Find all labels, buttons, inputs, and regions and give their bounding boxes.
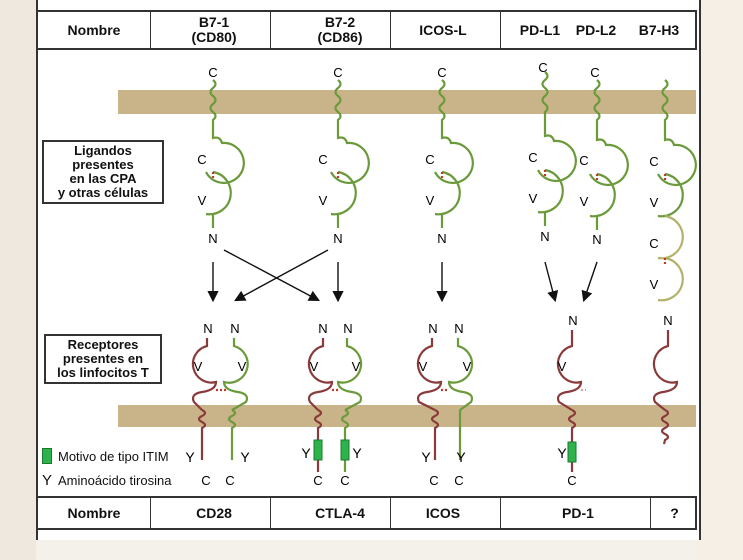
receptor-cd28-v-right: V	[238, 359, 247, 374]
footer-title: Nombre	[67, 504, 121, 521]
ligand-b7-2-c-domain: C	[318, 152, 327, 167]
ligand-b7-h3-c-domain-2: C	[649, 236, 658, 251]
receptor-cd28-v-left: V	[194, 359, 203, 374]
header-ligand-icos-l: ICOS-L	[419, 21, 467, 38]
receptor-pd1-n: N	[568, 313, 577, 328]
ligand-b7-h3-v-domain-1: V	[650, 195, 659, 210]
binding-arrows	[207, 249, 598, 303]
arrow-pdl1-pd1	[544, 261, 559, 303]
ligand-b7-h3-v-domain-2: V	[650, 277, 659, 292]
receptor-pd1-y: Y	[557, 445, 567, 461]
pd1-itim	[567, 441, 577, 463]
receptor-icos-v-right: V	[463, 359, 472, 374]
ligand-icos-l-v-domain: V	[426, 193, 435, 208]
ligand-pd-l1-c-term: C	[538, 60, 547, 75]
ligand-b7-1	[205, 79, 245, 228]
tcell-membrane	[118, 405, 696, 427]
arrow-b7-1-ctla4	[223, 249, 320, 302]
ligand-pd-l1-c-domain: C	[528, 150, 537, 165]
header-title: Nombre	[67, 21, 121, 38]
tyrosine-symbol-icon: Y	[42, 472, 53, 489]
receptor-cd28-n-left: N	[203, 321, 212, 336]
receptor-ctla4-n-right: N	[343, 321, 352, 336]
footer-receptor-unknown: ?	[670, 504, 679, 521]
legend-tyrosine: Y Aminoácido tirosina	[42, 472, 172, 489]
ligand-icos-l-n-term: N	[437, 231, 446, 246]
ligand-b7-1-v-domain: V	[198, 193, 207, 208]
receptor-ctla4-c-right: C	[340, 473, 349, 488]
receptor-footer-row: Nombre CD28 CTLA-4 ICOS PD-1 ?	[36, 496, 697, 530]
ligand-label-box: Ligandos presentes en las CPA y otras cé…	[42, 140, 164, 204]
ligand-b7-1-c-domain: C	[197, 152, 206, 167]
ligand-pd-l1	[537, 71, 577, 226]
receptor-icos-y-left: Y	[421, 449, 431, 465]
header-ligand-pd-l1: PD-L1	[519, 21, 561, 38]
ligand-icos-l-c-domain: C	[425, 152, 434, 167]
ligand-b7-2-c-term: C	[333, 65, 342, 80]
receptor-cd28	[191, 338, 249, 460]
itim-swatch-icon	[42, 448, 52, 464]
receptor-icos-c-left: C	[429, 473, 438, 488]
apc-membrane	[118, 90, 696, 114]
ligand-b7-h3	[657, 79, 697, 302]
ligand-pd-l2-v-domain: V	[580, 194, 589, 209]
ligand-pd-l1-n-term: N	[540, 229, 549, 244]
ctla4-itim-right	[340, 439, 350, 461]
receptor-cd28-c-right: C	[225, 473, 234, 488]
receptor-pd1	[556, 330, 583, 472]
ligand-pd-l1-v-domain: V	[529, 191, 538, 206]
scan-edge-left	[0, 0, 36, 560]
receptor-pd1-v: V	[558, 359, 567, 374]
receptor-cd28-y-left: Y	[185, 449, 195, 465]
footer-receptor-pd1: PD-1	[562, 504, 594, 521]
receptor-icos-n-left: N	[428, 321, 437, 336]
ligand-b7-1-c-term: C	[208, 65, 217, 80]
ligand-pd-l2-c-domain: C	[579, 153, 588, 168]
receptor-icos-c-right: C	[454, 473, 463, 488]
receptor-cd28-c-left: C	[201, 473, 210, 488]
footer-receptor-ctla4: CTLA-4	[315, 504, 365, 521]
ligand-b7-2-n-term: N	[333, 231, 342, 246]
receptor-ctla4-n-left: N	[318, 321, 327, 336]
receptor-unknown-n: N	[663, 313, 672, 328]
receptor-icos-v-left: V	[419, 359, 428, 374]
receptor-icos-n-right: N	[454, 321, 463, 336]
receptor-unknown	[652, 330, 679, 445]
arrow-b7-2-cd28	[234, 249, 329, 302]
ctla4-itim-left	[313, 439, 323, 461]
ligand-icos-l-c-term: C	[437, 65, 446, 80]
legend-itim: Motivo de tipo ITIM	[42, 448, 169, 464]
header-ligand-b7-h3: B7-H3	[638, 21, 680, 38]
ligand-pd-l2-n-term: N	[592, 232, 601, 247]
arrow-pdl2-pd1	[581, 261, 598, 303]
ligand-b7-h3-c-domain-1: C	[649, 154, 658, 169]
receptor-ctla4-v-left: V	[310, 359, 319, 374]
ligand-b7-1-n-term: N	[208, 231, 217, 246]
ligand-icos-l	[434, 79, 474, 228]
receptor-pd1-c: C	[567, 473, 576, 488]
receptor-cd28-n-right: N	[230, 321, 239, 336]
ligand-b7-2-v-domain: V	[319, 193, 328, 208]
header-ligand-b7-2: B7-2 (CD86)	[317, 14, 363, 45]
receptor-icos-y-right: Y	[456, 449, 466, 465]
receptor-ctla4-c-left: C	[313, 473, 322, 488]
footer-receptor-icos: ICOS	[425, 504, 461, 521]
header-ligand-pd-l2: PD-L2	[575, 21, 617, 38]
receptor-cd28-y-right: Y	[240, 449, 250, 465]
receptor-label-box: Receptores presentes en los linfocitos T	[44, 334, 162, 384]
scan-edge-right	[695, 0, 743, 560]
receptor-ctla4-y-right: Y	[352, 445, 362, 461]
header-ligand-b7-1: B7-1 (CD80)	[191, 14, 237, 45]
receptor-icos	[416, 338, 474, 460]
footer-receptor-cd28: CD28	[196, 504, 232, 521]
receptor-ctla4-y-left: Y	[301, 445, 311, 461]
ligand-pd-l2-c-term: C	[590, 65, 599, 80]
ligand-pd-l2	[589, 79, 629, 230]
receptor-ctla4	[307, 338, 363, 472]
ligand-b7-2	[330, 79, 370, 228]
receptor-ctla4-v-right: V	[352, 359, 361, 374]
ligand-header-row: Nombre B7-1 (CD80) B7-2 (CD86) ICOS-L PD…	[36, 10, 697, 50]
